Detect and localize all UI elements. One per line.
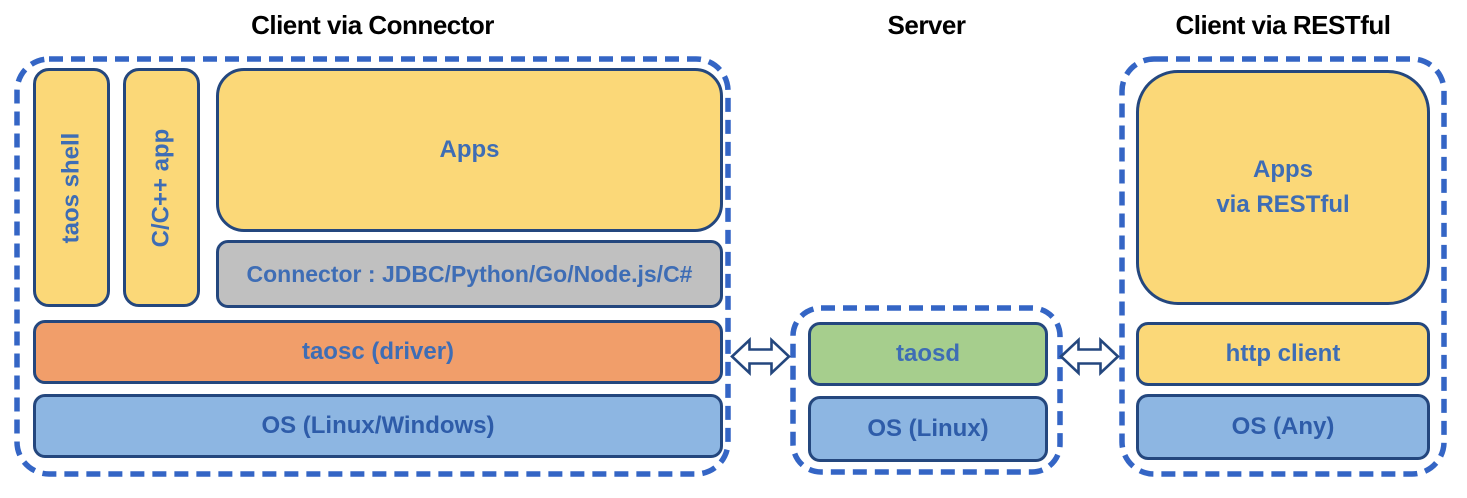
- taosd-box: taosd: [808, 322, 1048, 386]
- apps-label: Apps: [439, 136, 500, 163]
- bidirectional-arrow-icon: [730, 336, 791, 377]
- section-title-client-via-restful: Client via RESTful: [1175, 10, 1391, 40]
- server-group-border: [790, 305, 1063, 475]
- os-linux-windows-box: OS (Linux/Windows): [33, 394, 723, 458]
- taosd-label: taosd: [895, 340, 960, 367]
- apps-via-restful-label: Apps via RESTful: [1216, 153, 1349, 223]
- taos-shell-label: taos shell: [57, 132, 85, 243]
- http-client-label: http client: [1225, 340, 1341, 367]
- os-any-label: OS (Any): [1231, 413, 1335, 440]
- os-linux-label: OS (Linux): [867, 415, 989, 442]
- taosc-driver-box: taosc (driver): [33, 320, 723, 384]
- http-client-box: http client: [1136, 322, 1430, 386]
- section-title-server: Server: [887, 10, 966, 40]
- taosc-driver-label: taosc (driver): [301, 338, 455, 365]
- client-connector-group-border: [14, 56, 731, 477]
- cpp-app-label: C/C++ app: [147, 128, 175, 247]
- apps-box: Apps: [216, 68, 723, 232]
- section-title-client-via-connector: Client via Connector: [251, 10, 494, 40]
- bidirectional-arrow-icon: [1059, 336, 1120, 377]
- os-any-box: OS (Any): [1136, 394, 1430, 460]
- connector-box: Connector : JDBC/Python/Go/Node.js/C#: [216, 240, 723, 308]
- taos-shell-box: taos shell: [33, 68, 110, 307]
- apps-via-restful-box: Apps via RESTful: [1136, 70, 1430, 305]
- cpp-app-box: C/C++ app: [123, 68, 200, 307]
- os-linux-box: OS (Linux): [808, 396, 1048, 462]
- apps-via-restful-label-line1: Apps: [1252, 155, 1313, 183]
- client-restful-group-border: [1119, 56, 1447, 477]
- os-linux-windows-label: OS (Linux/Windows): [261, 412, 495, 439]
- connector-label: Connector : JDBC/Python/Go/Node.js/C#: [246, 260, 693, 287]
- apps-via-restful-label-line2: via RESTful: [1216, 190, 1350, 218]
